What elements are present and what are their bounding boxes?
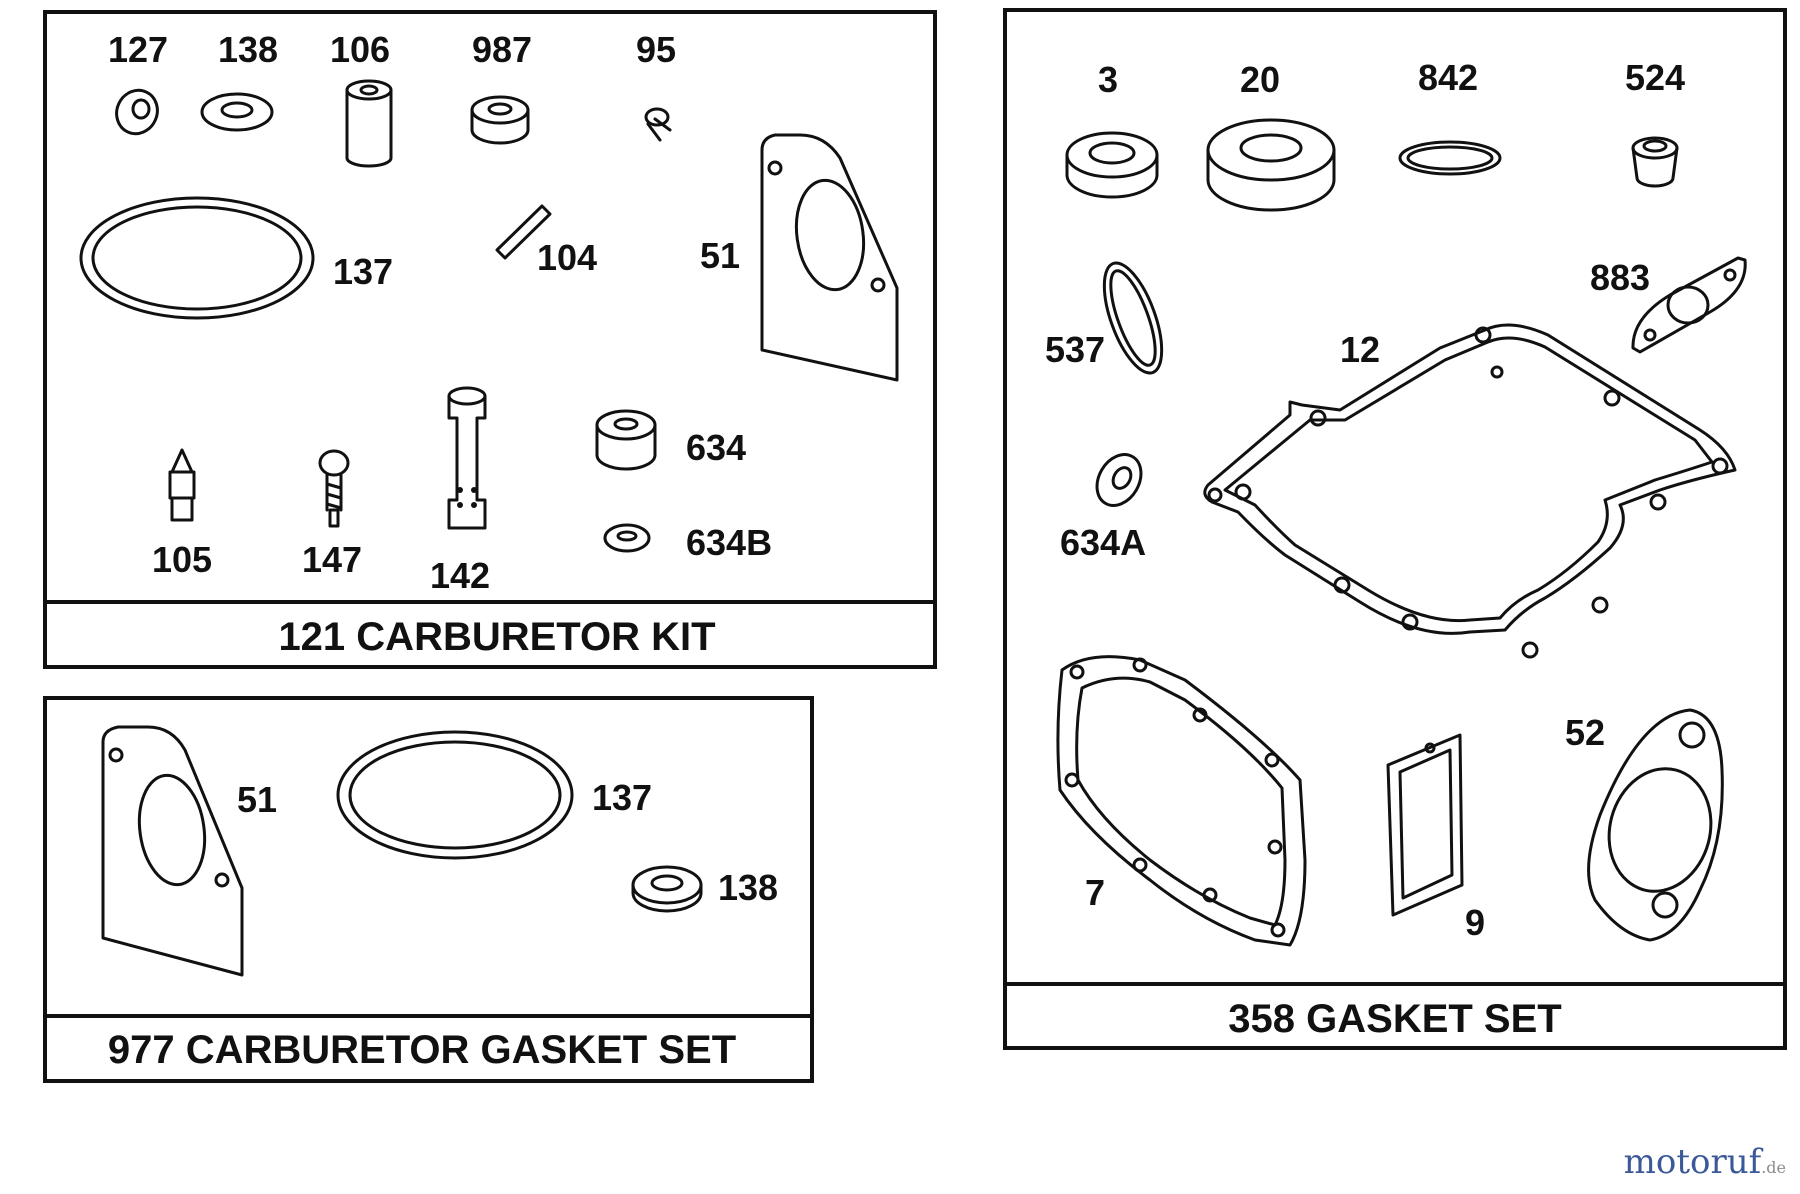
part-51-gasket	[760, 133, 899, 382]
label-138-b: 138	[718, 867, 778, 908]
part-138-washer-b	[631, 865, 703, 913]
label-537: 537	[1045, 329, 1105, 370]
part-127-washer	[115, 88, 159, 136]
part-142-jet	[447, 386, 487, 530]
label-51: 51	[700, 235, 740, 276]
panel-carburetor-kit: 121 CARBURETOR KIT 127 138 106 987	[43, 10, 937, 669]
label-3: 3	[1098, 59, 1118, 100]
part-9-gasket	[1386, 733, 1464, 917]
part-3-seal	[1065, 131, 1159, 199]
panel-title-carburetor-gasket-set: 977 CARBURETOR GASKET SET	[108, 1028, 736, 1072]
part-634-spacer	[595, 409, 657, 471]
logo: motoruf.de	[1624, 1142, 1786, 1182]
part-524-plug	[1631, 136, 1679, 188]
part-52-gasket	[1587, 708, 1724, 942]
part-987-spacer	[470, 95, 530, 145]
panel-title-carburetor-kit: 121 CARBURETOR KIT	[278, 615, 715, 659]
part-20-seal	[1206, 118, 1336, 212]
part-842-ring	[1398, 140, 1502, 176]
label-7: 7	[1085, 872, 1105, 913]
panel-gasket-set: 358 GASKET SET 3 20 842 524	[1003, 8, 1787, 1050]
part-106-bushing	[345, 79, 393, 168]
label-106: 106	[330, 29, 390, 70]
label-105: 105	[152, 539, 212, 580]
part-105-needle	[168, 448, 196, 522]
part-634b-washer	[603, 523, 651, 553]
label-634a: 634A	[1060, 522, 1146, 563]
label-9: 9	[1465, 902, 1485, 943]
part-104-pin	[495, 204, 552, 260]
label-634: 634	[686, 427, 746, 468]
label-138: 138	[218, 29, 278, 70]
part-137-ring-b	[336, 730, 574, 860]
part-537-ring	[1102, 261, 1164, 375]
label-137-b: 137	[592, 777, 652, 818]
label-147: 147	[302, 539, 362, 580]
part-138-washer	[200, 92, 274, 132]
label-883: 883	[1590, 257, 1650, 298]
label-95: 95	[636, 29, 676, 70]
label-137: 137	[333, 251, 393, 292]
logo-tld: .de	[1761, 1158, 1786, 1177]
label-524: 524	[1625, 57, 1685, 98]
panel-carburetor-gasket-set: 977 CARBURETOR GASKET SET 51 137 138	[43, 696, 814, 1083]
label-52: 52	[1565, 712, 1605, 753]
part-137-ring	[79, 196, 315, 320]
panel-title-gasket-set: 358 GASKET SET	[1228, 997, 1561, 1041]
label-104: 104	[537, 237, 597, 278]
label-142: 142	[430, 555, 490, 596]
part-7-gasket	[1056, 655, 1307, 947]
part-634a-washer	[1095, 453, 1143, 507]
label-12: 12	[1340, 329, 1380, 370]
label-987: 987	[472, 29, 532, 70]
label-634b: 634B	[686, 522, 772, 563]
part-12-gasket	[1203, 323, 1737, 659]
label-20: 20	[1240, 59, 1280, 100]
part-883-gasket	[1631, 256, 1747, 354]
label-127: 127	[108, 29, 168, 70]
label-51-b: 51	[237, 779, 277, 820]
logo-brand: motoruf	[1623, 1142, 1762, 1182]
part-51-gasket-b	[101, 725, 244, 977]
label-842: 842	[1418, 57, 1478, 98]
part-147-screw	[318, 449, 350, 528]
part-95-screw	[644, 107, 672, 142]
